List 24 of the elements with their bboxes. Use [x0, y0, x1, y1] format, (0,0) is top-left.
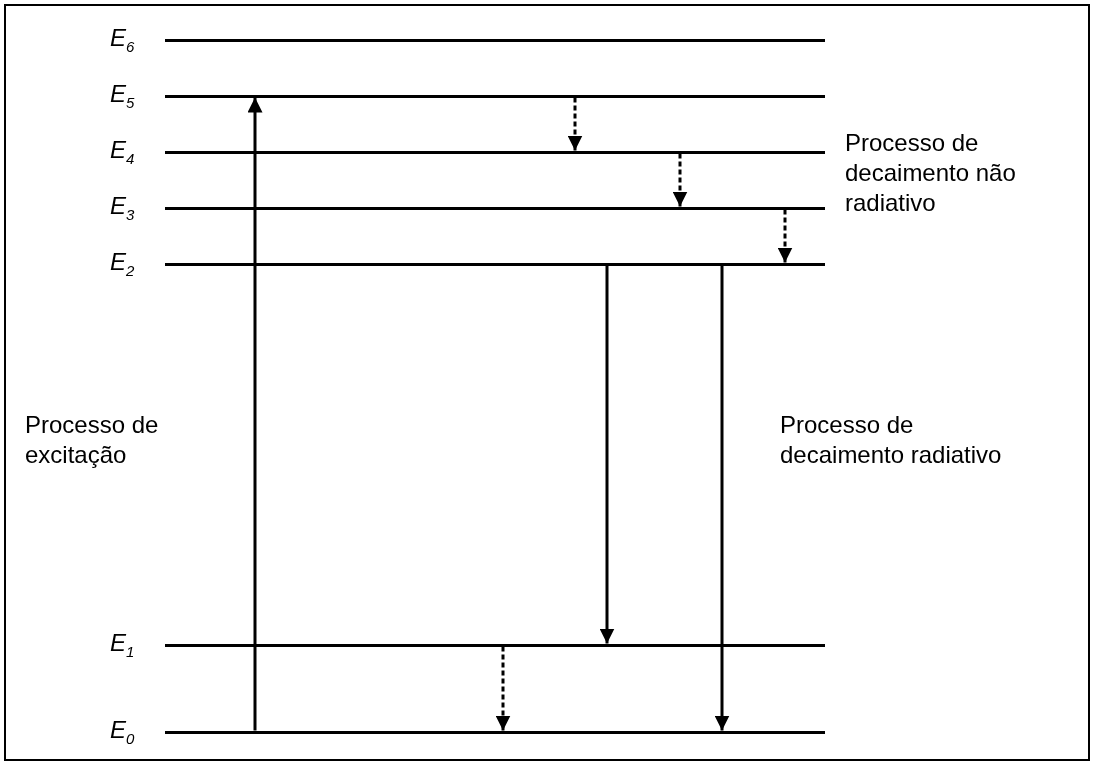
- energy-level-label: E$_{6}$: [110, 26, 135, 57]
- transition-arrow: [672, 153, 688, 207]
- energy-level-line: [165, 94, 825, 98]
- energy-level-line: [165, 38, 825, 42]
- energy-level-label: E$_{5}$: [110, 82, 135, 113]
- energy-level-label: E$_{4}$: [110, 138, 135, 169]
- transition-arrow: [567, 97, 583, 151]
- energy-level-label: E$_{1}$: [110, 631, 135, 662]
- energy-level-label: E$_{0}$: [110, 718, 135, 749]
- transition-arrow: [599, 265, 615, 644]
- energy-level-line: [165, 730, 825, 734]
- energy-level-line: [165, 262, 825, 266]
- energy-level-line: [165, 150, 825, 154]
- transition-arrow: [247, 97, 263, 731]
- energy-level-label: E$_{3}$: [110, 194, 135, 225]
- process-label: Processo de decaimento radiativo: [780, 410, 1003, 470]
- process-label: Processo de decaimento não radiativo: [845, 128, 1017, 218]
- transition-arrow: [714, 265, 730, 731]
- transition-arrow: [777, 209, 793, 263]
- process-label: Processo de excitação: [25, 410, 160, 470]
- energy-level-label: E$_{2}$: [110, 250, 135, 281]
- energy-level-line: [165, 206, 825, 210]
- energy-level-line: [165, 643, 825, 647]
- transition-arrow: [495, 646, 511, 731]
